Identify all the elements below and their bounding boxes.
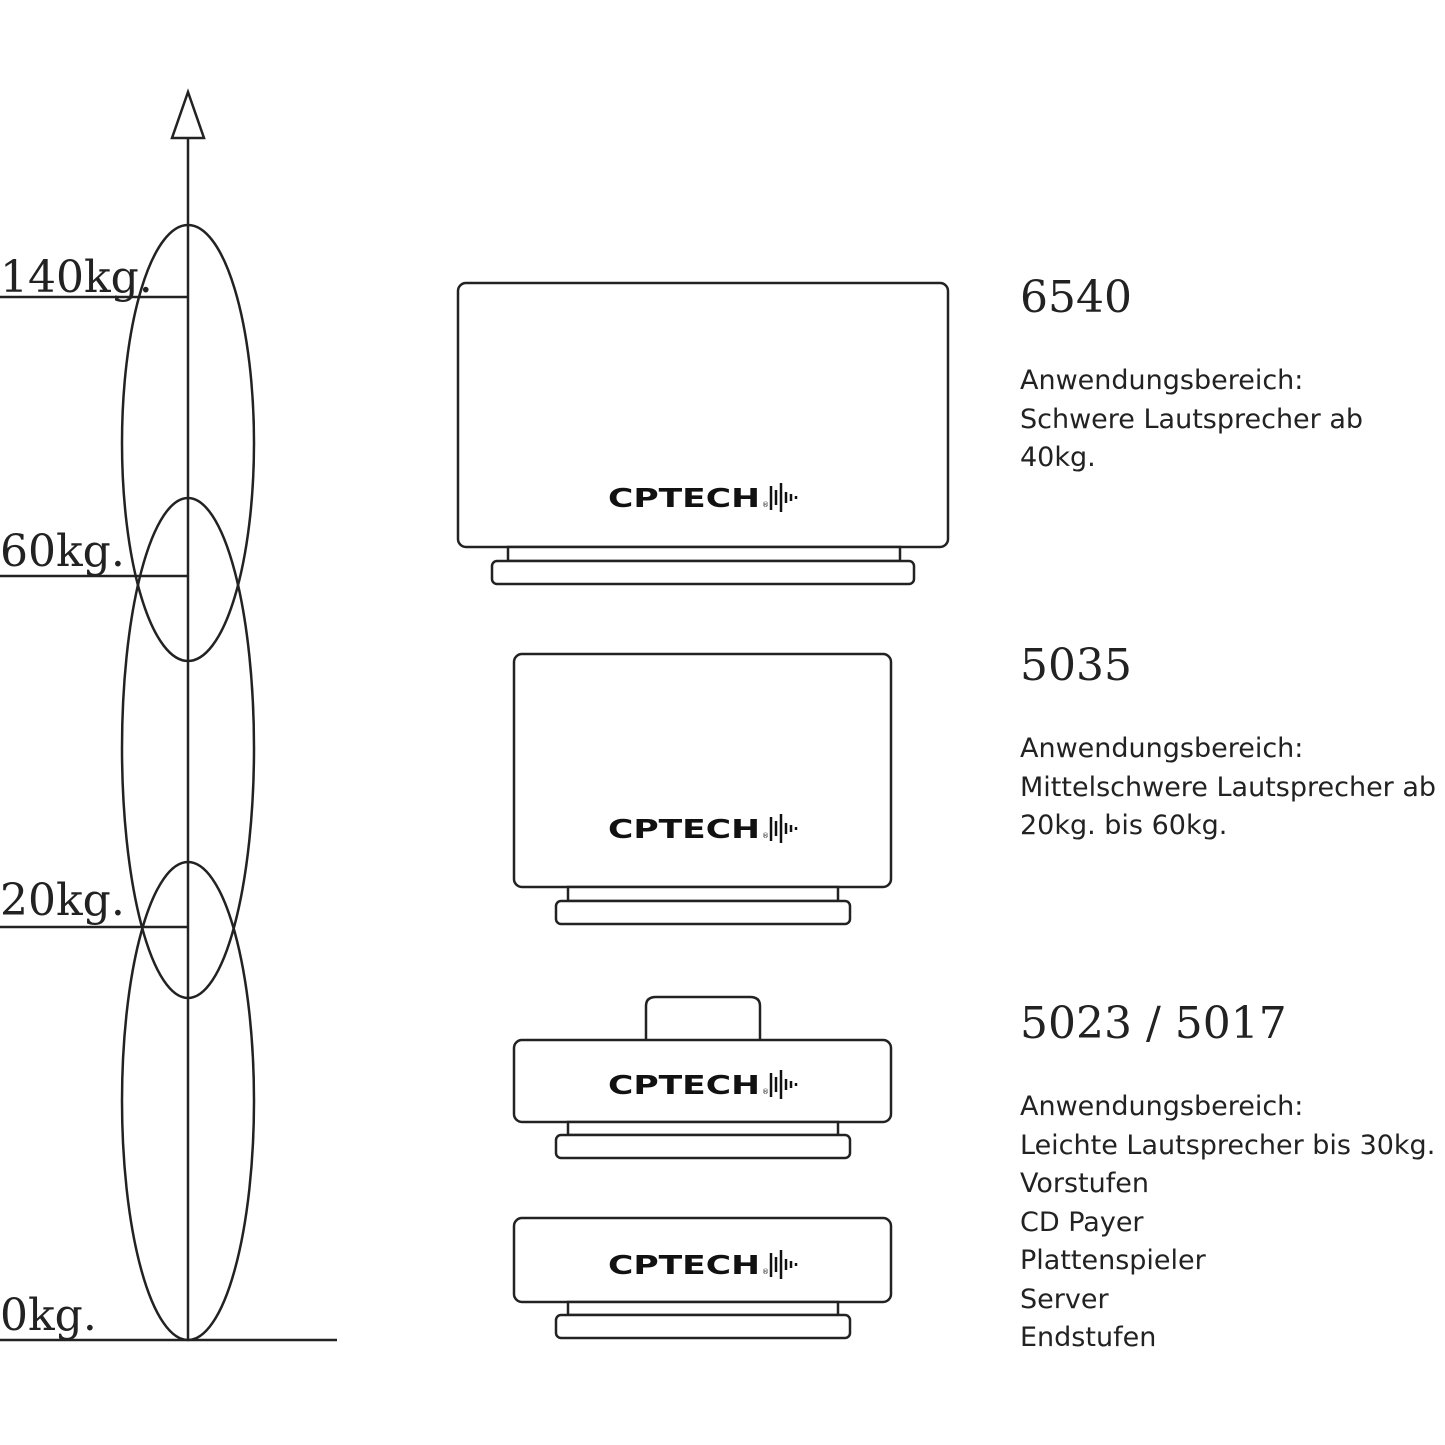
- product-5023-drawing: [512, 995, 893, 1160]
- description-line: Leichte Lautsprecher bis 30kg.: [1020, 1129, 1436, 1161]
- product-5023-cap: [644, 995, 762, 1040]
- scale-label-0: 0kg.: [0, 1290, 97, 1341]
- product-description: Anwendungsbereich: Leichte Lautsprecher …: [1020, 1088, 1435, 1358]
- product-5023-logo: CPTECH ®: [608, 1070, 798, 1101]
- weight-axis: [0, 88, 337, 1342]
- product-info-6540: 6540 Anwendungsbereich: Schwere Lautspre…: [1020, 274, 1363, 478]
- product-description: Anwendungsbereich: Mittelschwere Lautspr…: [1020, 730, 1436, 846]
- product-5023-neck: [566, 1120, 840, 1137]
- description-line: Vorstufen: [1020, 1168, 1149, 1199]
- description-line: Plattenspieler: [1020, 1245, 1206, 1276]
- scale-label-60: 60kg.: [0, 526, 125, 577]
- brand-logo: CPTECH: [608, 1071, 760, 1101]
- brand-registered-mark: ®: [762, 1268, 769, 1276]
- product-5023-base: [554, 1133, 852, 1160]
- range-ellipse-6540: [120, 223, 256, 663]
- product-5017-neck: [566, 1300, 840, 1317]
- description-line: CD Payer: [1020, 1206, 1144, 1238]
- brand-registered-mark: ®: [762, 501, 769, 509]
- product-5035-base: [554, 899, 852, 926]
- description-line: Anwendungsbereich:: [1020, 1091, 1304, 1122]
- product-5017-base: [554, 1313, 852, 1340]
- product-id: 5035: [1020, 640, 1132, 691]
- product-5017-drawing: [512, 1216, 893, 1340]
- brand-logo: CPTECH: [608, 484, 760, 514]
- waveform-icon: [769, 1070, 798, 1099]
- description-line: Server: [1020, 1283, 1109, 1315]
- waveform-icon: [769, 814, 798, 843]
- waveform-icon: [769, 483, 798, 512]
- product-5035-drawing: [512, 652, 893, 926]
- product-5035-neck: [566, 885, 840, 903]
- product-description: Anwendungsbereich: Schwere Lautsprecher …: [1020, 362, 1363, 478]
- description-line: 40kg.: [1020, 442, 1096, 473]
- brand-registered-mark: ®: [762, 832, 769, 840]
- description-line: Anwendungsbereich:: [1020, 733, 1304, 764]
- range-ellipse-5023: [120, 860, 256, 1342]
- product-id: 5023 / 5017: [1020, 998, 1287, 1049]
- brand-logo: CPTECH: [608, 815, 760, 845]
- range-ellipse-5035: [120, 496, 256, 1000]
- description-line: 20kg. bis 60kg.: [1020, 810, 1228, 841]
- product-5035-body: [512, 652, 893, 889]
- description-line: Anwendungsbereich:: [1020, 365, 1304, 396]
- product-6540-base: [490, 559, 916, 586]
- product-id: 6540: [1020, 272, 1132, 323]
- waveform-icon: [769, 1250, 798, 1279]
- scale-label-20: 20kg.: [0, 875, 125, 926]
- scale-ticks: [0, 295, 188, 929]
- product-5017-logo: CPTECH ®: [608, 1250, 798, 1281]
- product-6540-drawing: [456, 281, 950, 586]
- load-range-ellipses: [120, 223, 256, 1342]
- product-info-5035: 5035 Anwendungsbereich: Mittelschwere La…: [1020, 642, 1436, 846]
- description-line: Schwere Lautsprecher ab: [1020, 403, 1364, 435]
- description-line: Mittelschwere Lautsprecher ab: [1020, 771, 1437, 803]
- axis-arrow-icon: [170, 88, 206, 140]
- description-line: Endstufen: [1020, 1322, 1157, 1353]
- product-info-5023-5017: 5023 / 5017 Anwendungsbereich: Leichte L…: [1020, 1000, 1435, 1358]
- brand-registered-mark: ®: [762, 1088, 769, 1096]
- brand-logo: CPTECH: [608, 1251, 760, 1281]
- scale-label-140: 140kg.: [0, 252, 153, 303]
- product-6540-neck: [506, 545, 902, 563]
- product-5035-logo: CPTECH ®: [608, 814, 798, 845]
- product-6540-logo: CPTECH ®: [608, 483, 798, 514]
